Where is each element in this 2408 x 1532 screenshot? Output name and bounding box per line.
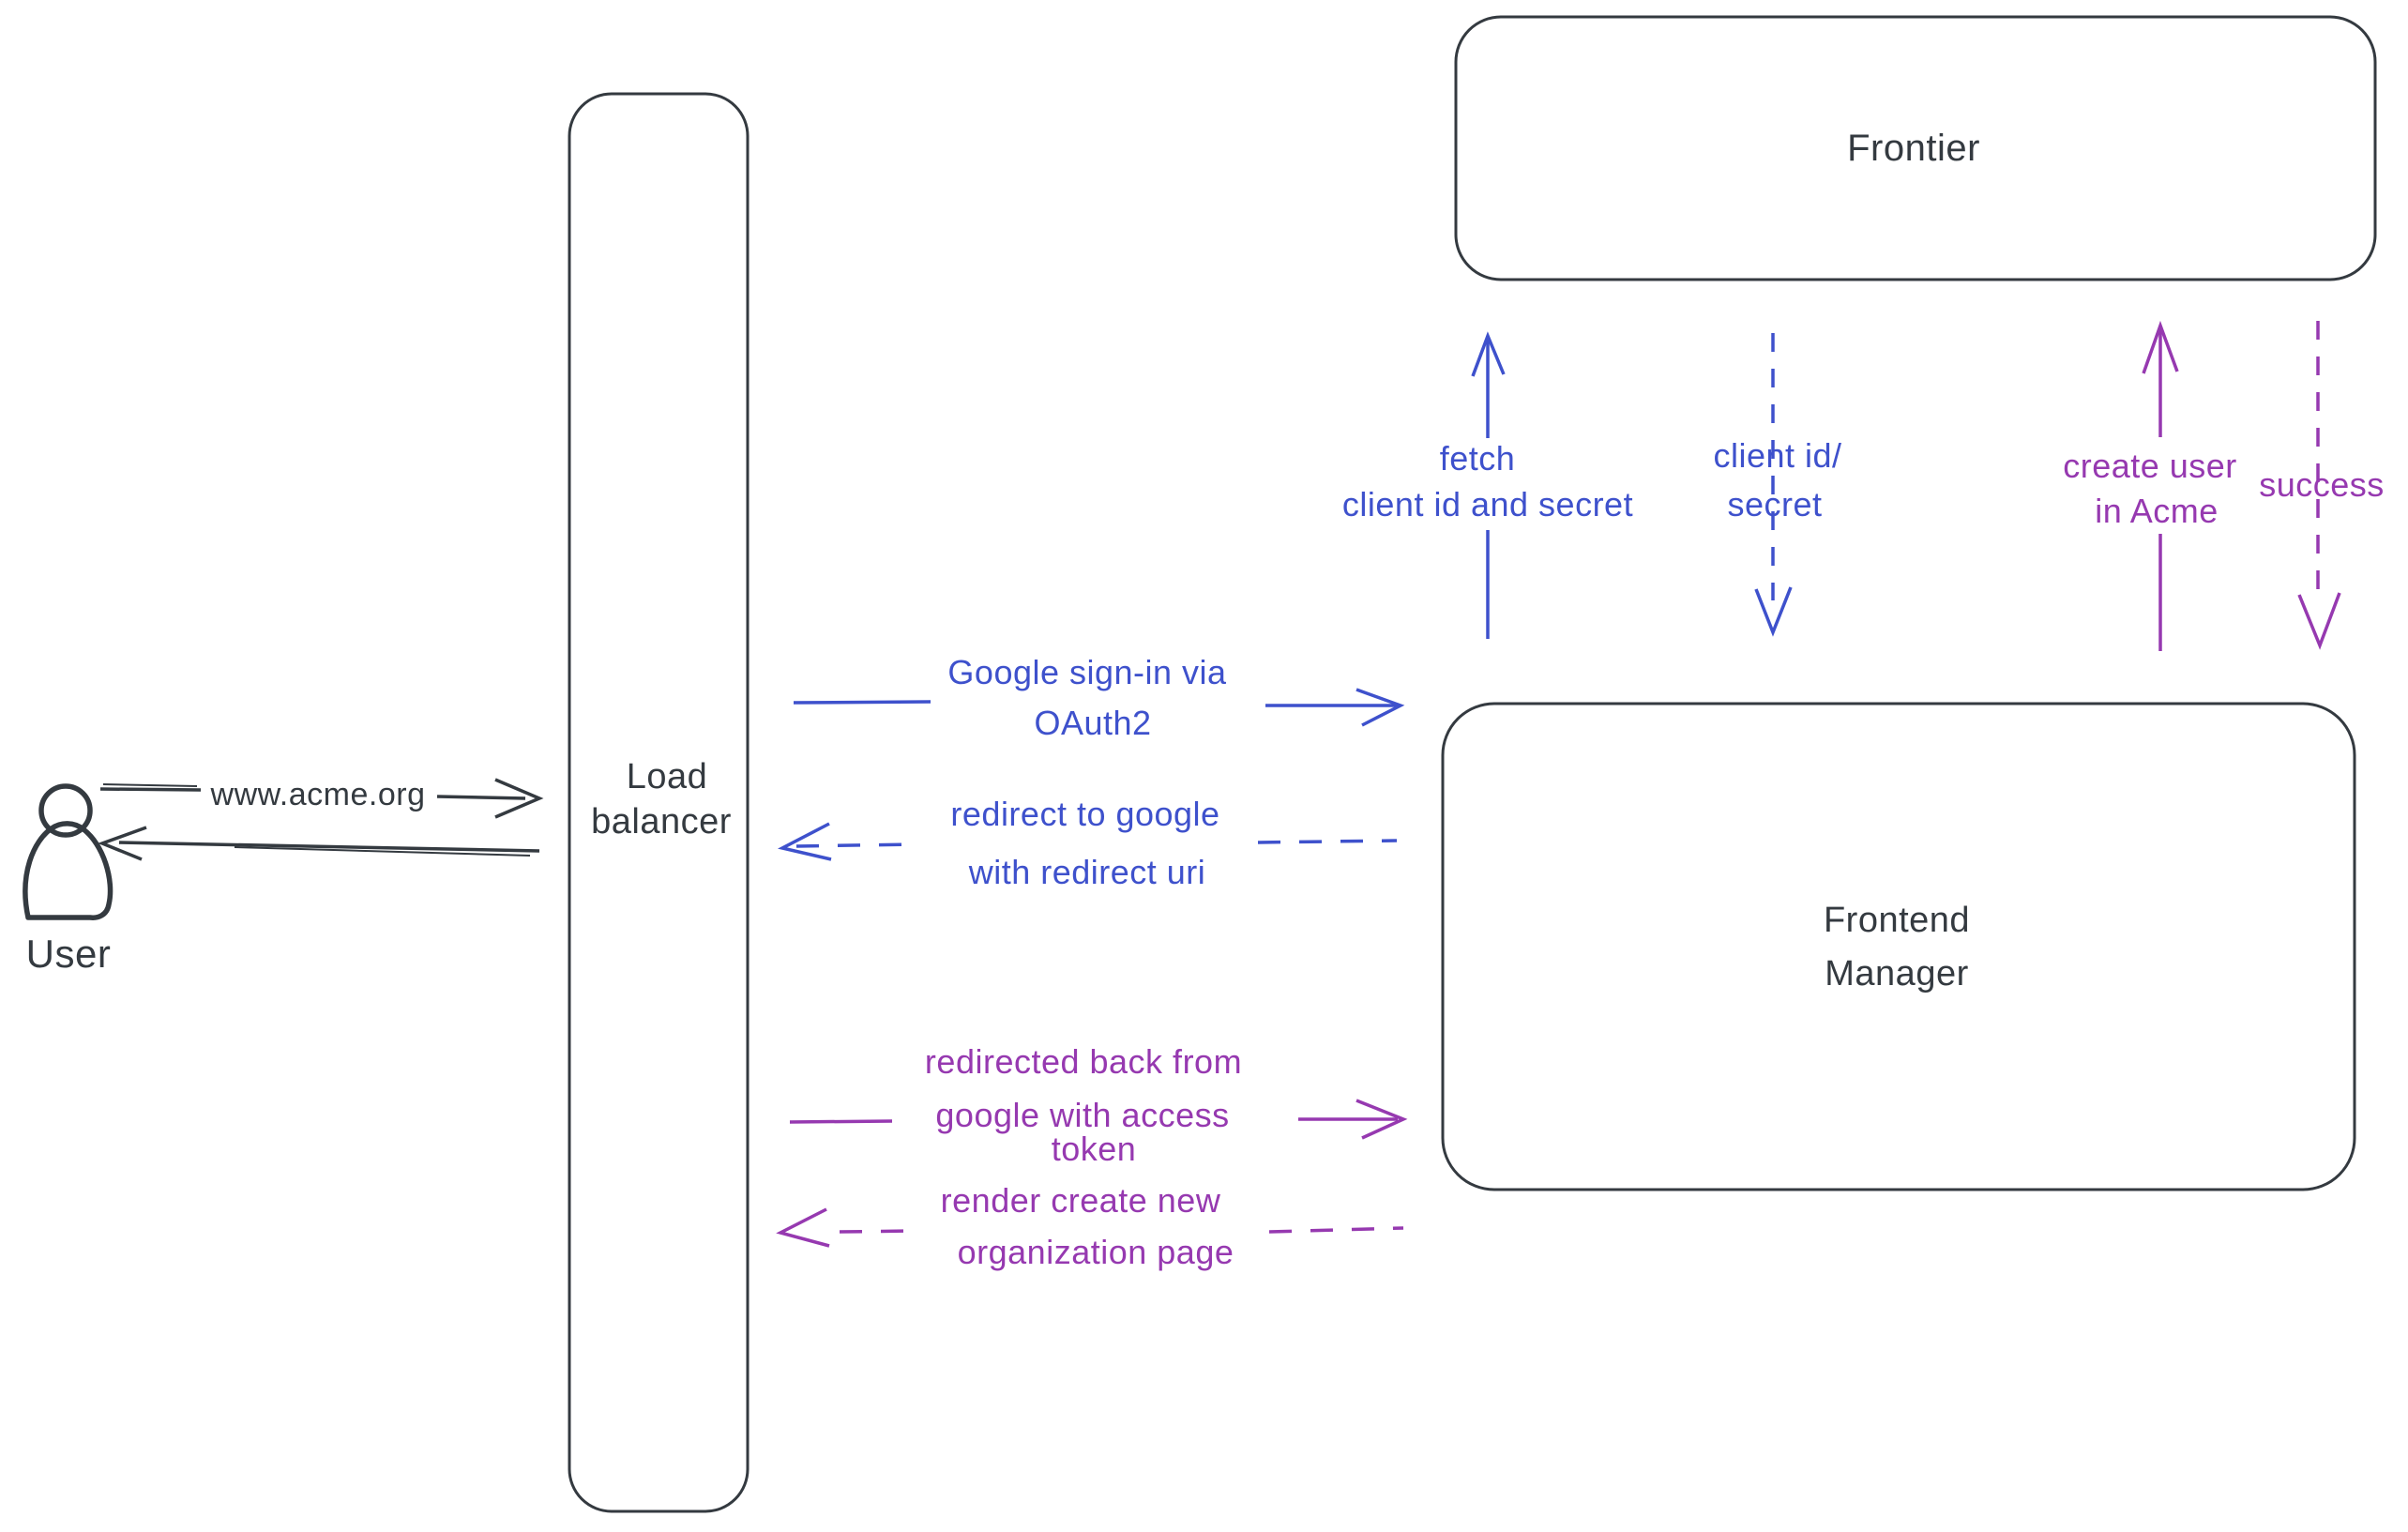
user-head <box>38 783 93 838</box>
edge-label-signin-line2: OAuth2 <box>1034 704 1152 742</box>
arrowhead-right <box>494 778 544 819</box>
arrow-lb-to-user <box>98 826 540 861</box>
arrowhead-down <box>2297 592 2341 650</box>
frontier-box <box>1454 15 2377 281</box>
arrow-create-user <box>2142 320 2179 651</box>
edge-label-signin-line1: Google sign-in via <box>947 653 1227 691</box>
edge-label-redirect-line2: with redirect uri <box>968 853 1206 891</box>
arrow-render-page <box>776 1207 1404 1248</box>
arrow-user-to-lb <box>99 778 544 819</box>
user-label: User <box>25 932 112 976</box>
arrowhead-left <box>98 826 147 861</box>
load-balancer-label-line1: Load <box>626 757 708 796</box>
user-body <box>23 821 114 920</box>
frontier-label: Frontier <box>1847 128 1980 169</box>
edge-label-render-line1: render create new <box>940 1181 1221 1220</box>
edge-label-redirected-line1: redirected back from <box>924 1042 1243 1081</box>
frontend-manager-box <box>1441 702 2356 1191</box>
edge-label-www-acme: www.acme.org <box>210 777 426 812</box>
arrow-fetch <box>1471 331 1506 639</box>
edge-label-success: success <box>2259 465 2385 504</box>
arrowhead-left <box>776 1207 830 1248</box>
arrowhead-right <box>1355 1099 1408 1140</box>
edge-label-redirected-line3: token <box>1051 1130 1137 1168</box>
arrowhead-up <box>1471 331 1506 377</box>
edge-label-render-line2: organization page <box>957 1233 1234 1271</box>
arrowhead-up <box>2142 320 2179 374</box>
arrowhead-right <box>1355 688 1405 727</box>
edge-label-redirect-line1: redirect to google <box>950 795 1220 833</box>
edge-label-fetch-line1: fetch <box>1439 439 1516 478</box>
load-balancer-box <box>568 92 750 1513</box>
edge-label-fetch-line2: client id and secret <box>1341 485 1634 523</box>
arrow-redirected-back <box>789 1099 1408 1140</box>
edge-label-client-id-line2: secret <box>1727 485 1823 523</box>
arrow-signin <box>793 688 1405 727</box>
frontend-manager-label-line1: Frontend <box>1823 901 1971 940</box>
edge-label-client-id-line1: client id/ <box>1713 436 1842 475</box>
arrow-success <box>2297 321 2341 650</box>
arrow-client-id <box>1754 333 1793 637</box>
arrowhead-down <box>1754 586 1793 637</box>
edge-label-create-user-line1: create user <box>2063 447 2237 485</box>
edge-label-redirected-line2: google with access <box>935 1096 1230 1134</box>
load-balancer-label-line2: balancer <box>591 802 732 842</box>
edge-label-create-user-line2: in Acme <box>2095 492 2219 530</box>
arrow-redirect <box>777 822 1398 861</box>
arrowhead-left <box>777 822 832 861</box>
user-figure <box>23 783 114 920</box>
frontend-manager-label-line2: Manager <box>1825 954 1969 994</box>
